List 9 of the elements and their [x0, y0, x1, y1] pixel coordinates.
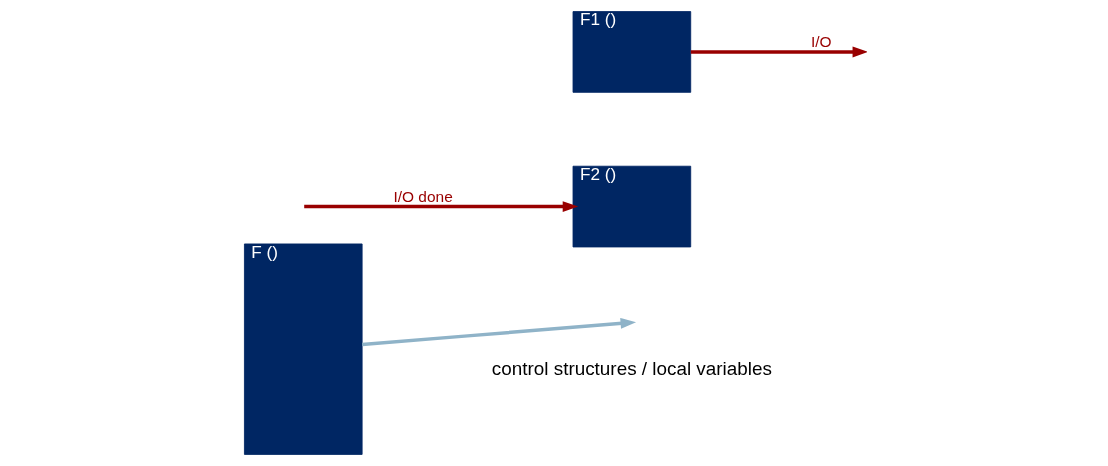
arrow: [304, 201, 579, 212]
arrow: [690, 46, 867, 58]
node-box: F1 (): [572, 11, 692, 93]
node-box: F2 (): [572, 165, 692, 248]
node-box: F (): [244, 243, 363, 455]
label: control structures / local variables: [491, 357, 772, 379]
arrow: [362, 318, 637, 347]
edge-label: I/O done: [393, 187, 453, 205]
edge-label: I/O: [810, 33, 832, 51]
